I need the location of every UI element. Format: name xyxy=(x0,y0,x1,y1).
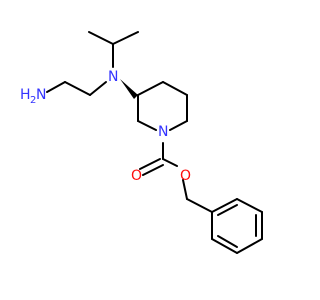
amine-n-label: N xyxy=(36,87,46,103)
bond-carbonyl-ester-o xyxy=(162,158,178,167)
bond-ch2-ch2 xyxy=(64,81,91,96)
stereo-wedge-bond xyxy=(120,79,138,99)
bond-ring-n1-c2 xyxy=(137,120,157,131)
bond-phenyl-inner-3 xyxy=(217,235,238,248)
bond-phenyl-2 xyxy=(236,198,263,213)
bond-carbonyl-double-a xyxy=(139,158,161,170)
tertiary-n-label: N xyxy=(108,69,118,85)
bond-phenyl-4 xyxy=(236,238,263,254)
bond-phenyl-1 xyxy=(211,198,238,213)
ester-o-label: O xyxy=(180,168,191,184)
amine-subscript-label: 2 xyxy=(30,95,36,106)
bond-ch2-phenyl xyxy=(186,198,213,213)
ring-n-label: N xyxy=(158,124,168,140)
bond-ring-c3-c4 xyxy=(137,81,164,96)
bond-isopropyl-methyl-right xyxy=(112,31,139,45)
structure-diagram: H 2 N N N O O xyxy=(20,31,263,254)
bond-ester-o-ch2 xyxy=(182,179,188,200)
bond-nh2-ch2 xyxy=(46,81,66,93)
bond-phenyl-inner-1 xyxy=(217,204,238,216)
bond-ch2-n xyxy=(89,81,107,96)
bond-isopropyl-methyl-left xyxy=(88,31,114,45)
bond-carbonyl-double-b xyxy=(142,164,164,176)
bond-ring-c6-n1 xyxy=(169,120,188,131)
molecule-canvas: H 2 N N N O O xyxy=(20,31,263,254)
carbonyl-o-label: O xyxy=(131,168,142,184)
bond-ring-c4-c5 xyxy=(162,81,188,96)
amine-h-label: H xyxy=(20,87,31,103)
bond-phenyl-5 xyxy=(211,238,238,254)
